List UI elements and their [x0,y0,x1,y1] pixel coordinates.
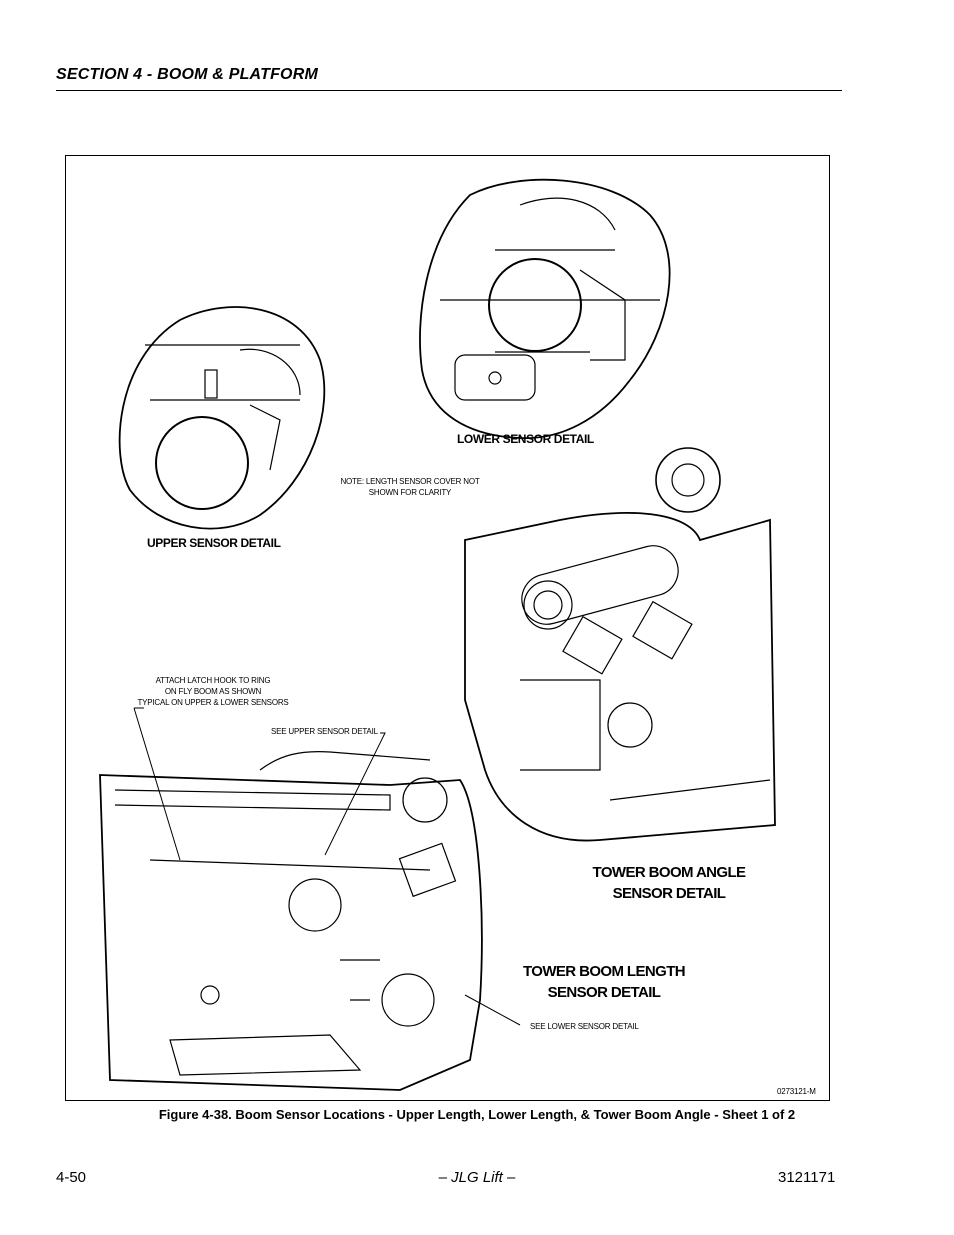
tower-boom-length-sensor-drawing [99,750,483,1091]
drawing-number: 0273121-M [777,1087,816,1096]
upper-sensor-detail-label: UPPER SENSOR DETAIL [147,536,281,550]
note-line-1: NOTE: LENGTH SENSOR COVER NOT [340,477,480,486]
attach-line-2: ON FLY BOOM AS SHOWN [164,687,262,696]
tower-boom-angle-label: TOWER BOOM ANGLE SENSOR DETAIL [588,862,750,904]
tower-boom-length-label: TOWER BOOM LENGTH SENSOR DETAIL [518,961,690,1003]
latch-hook-note: ATTACH LATCH HOOK TO RING ON FLY BOOM AS… [136,675,290,708]
footer-brand: – JLG Lift – [438,1169,516,1186]
header-rule [56,90,842,91]
length-line-2: SENSOR DETAIL [547,984,661,1001]
attach-line-3: TYPICAL ON UPPER & LOWER SENSORS [137,698,289,707]
lower-sensor-detail-drawing [419,178,671,439]
angle-line-2: SENSOR DETAIL [612,885,726,902]
figure-frame [65,155,830,1101]
document-number: 3121171 [778,1169,836,1186]
figure-caption: Figure 4-38. Boom Sensor Locations - Upp… [158,1107,796,1122]
attach-line-1: ATTACH LATCH HOOK TO RING [155,676,271,685]
page-number: 4-50 [56,1169,87,1186]
lower-sensor-detail-label: LOWER SENSOR DETAIL [457,432,594,446]
tower-boom-angle-sensor-drawing [464,447,776,842]
note-line-2: SHOWN FOR CLARITY [368,488,452,497]
upper-sensor-detail-drawing [118,306,326,530]
see-upper-sensor-callout: SEE UPPER SENSOR DETAIL [271,727,378,736]
length-line-1: TOWER BOOM LENGTH [522,963,686,980]
sensor-cover-note: NOTE: LENGTH SENSOR COVER NOT SHOWN FOR … [336,476,484,498]
section-title: SECTION 4 - BOOM & PLATFORM [56,66,318,83]
see-lower-sensor-callout: SEE LOWER SENSOR DETAIL [530,1022,639,1031]
angle-line-1: TOWER BOOM ANGLE [592,864,747,881]
